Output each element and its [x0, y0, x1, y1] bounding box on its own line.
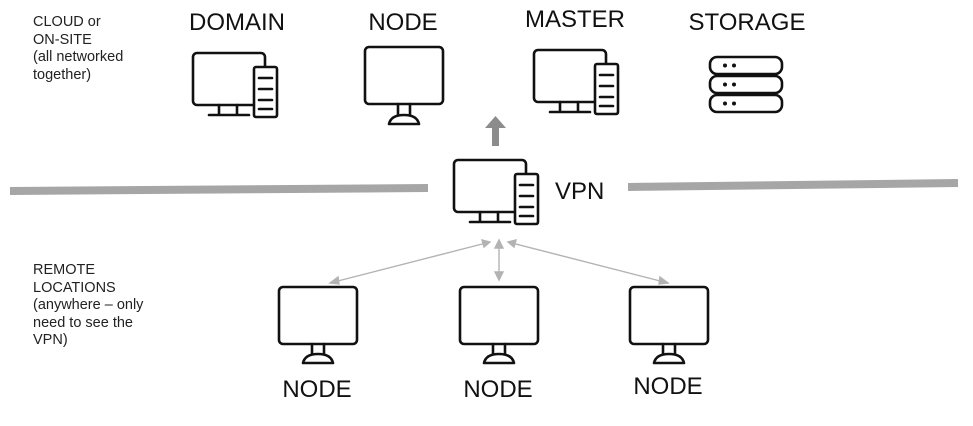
divider-left	[9, 184, 429, 195]
master-label: MASTER	[524, 6, 625, 33]
remote-locations-caption: REMOTE LOCATIONS (anywhere – only need t…	[33, 262, 144, 348]
master-computer-icon	[532, 48, 620, 116]
arrowhead-vpn-center	[493, 238, 505, 249]
vpn-computer-icon	[452, 158, 540, 226]
storage-label: STORAGE	[688, 9, 806, 36]
vpn-label: VPN	[555, 178, 605, 205]
cloud-onsite-caption: CLOUD or ON-SITE (all networked together…	[33, 14, 124, 83]
arrowhead-vpn-left	[480, 239, 492, 249]
remote-node-3-monitor-icon	[628, 285, 710, 365]
up-arrow-icon	[485, 116, 506, 146]
arrowhead-node-2	[493, 271, 505, 282]
divider-right	[627, 179, 959, 191]
domain-computer-icon	[191, 51, 279, 119]
node-top-monitor-icon	[363, 45, 445, 126]
remote-node-2-monitor-icon	[458, 285, 540, 365]
node-top-label: NODE	[368, 9, 438, 36]
remote-node-1-monitor-icon	[277, 285, 359, 365]
connector-to-node-3	[507, 241, 669, 284]
remote-node-2-label: NODE	[463, 376, 533, 403]
storage-server-icon	[708, 55, 784, 114]
vpn-connectors	[328, 238, 670, 285]
arrowhead-node-3	[658, 275, 670, 285]
domain-label: DOMAIN	[189, 9, 285, 36]
remote-node-1-label: NODE	[282, 376, 352, 403]
remote-node-3-label: NODE	[633, 373, 703, 400]
arrowhead-vpn-right	[506, 239, 518, 249]
arrowhead-node-1	[328, 275, 340, 285]
connector-to-node-1	[329, 241, 491, 284]
